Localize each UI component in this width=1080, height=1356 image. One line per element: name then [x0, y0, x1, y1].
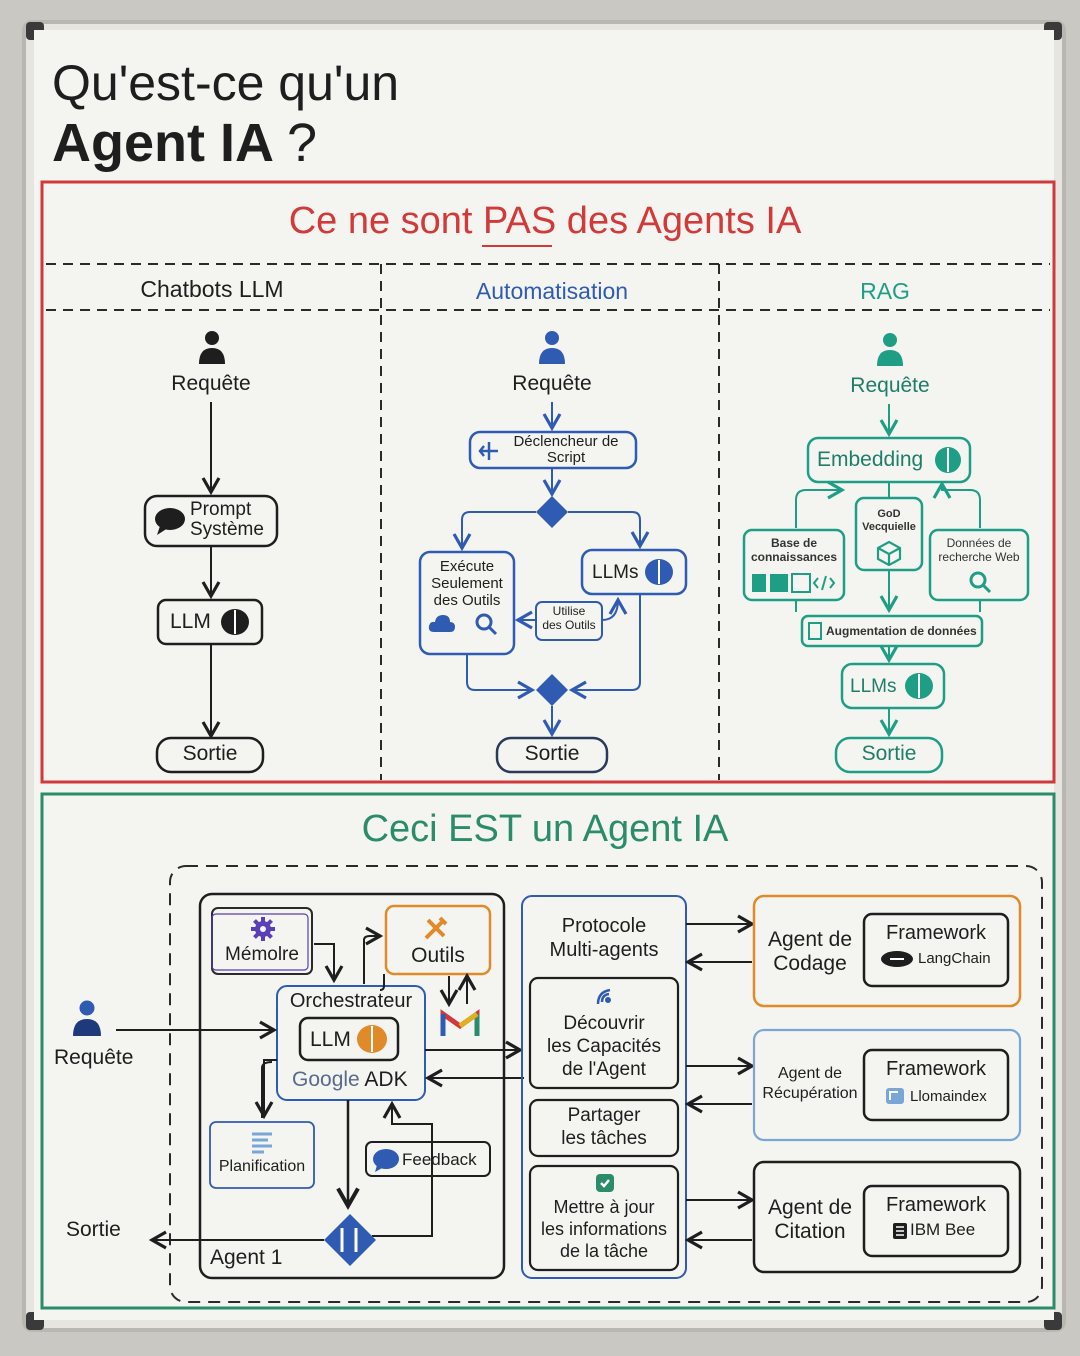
rag-title: RAG: [860, 278, 910, 304]
agent-output: Sortie: [66, 1218, 121, 1241]
agent-planning: Planification: [218, 1158, 306, 1175]
heading-post: des Agents IA: [556, 200, 802, 242]
framework-label: Framework: [885, 1058, 986, 1080]
chatbot-llm: LLM: [170, 610, 211, 633]
rag-vector: GoD Vecquielle: [862, 508, 916, 533]
heading-pre: Ce ne sont: [288, 200, 484, 242]
agent-1-label: Agent 1: [210, 1246, 283, 1269]
protocol-title: Protocole Multi-agents: [549, 915, 659, 961]
framework-label: Framework: [885, 922, 986, 944]
agent-llm: LLM: [310, 1028, 351, 1051]
adk-label: Google ADK: [292, 1068, 408, 1092]
agent-tools: Outils: [411, 944, 465, 967]
page-title-line2: Agent IA ?: [52, 112, 317, 174]
rag-web: Données de recherche Web: [938, 536, 1020, 564]
automation-trigger: Déclencheur de Script: [513, 433, 619, 466]
automation-llms: LLMs: [592, 562, 639, 583]
google-label: Google: [292, 1068, 360, 1091]
coding-agent: Agent de Codage: [767, 928, 853, 975]
agent-feedback: Feedback: [402, 1150, 477, 1169]
automation-output: Sortie: [524, 742, 580, 765]
chatbot-flow: [143, 402, 279, 774]
update-task-info: Mettre à jour les informations de la tâc…: [540, 1197, 668, 1261]
not-agents-heading: Ce ne sont PAS des Agents IA: [240, 200, 850, 243]
sub-agents: [752, 894, 1022, 1274]
adk-text: ADK: [364, 1068, 408, 1091]
rag-embedding: Embedding: [817, 448, 924, 471]
title-agent: Agent IA: [52, 113, 272, 173]
fw-langchain: LangChain: [918, 950, 991, 967]
agent-panel-border: [40, 792, 1056, 1310]
chatbot-request: Requête: [171, 372, 251, 395]
rag-llms: LLMs: [850, 676, 897, 697]
agent-heading: Ceci EST un Agent IA: [361, 808, 729, 850]
automation-uses: Utilise des Outils: [542, 604, 596, 632]
heading-pas: PAS: [483, 200, 557, 242]
fw-ibm: IBM Bee: [910, 1220, 976, 1239]
fw-llama: Llomaindex: [910, 1088, 987, 1105]
page-title-line1: Qu'est-ce qu'un: [52, 55, 400, 111]
chatbot-prompt: Prompt Système: [190, 499, 264, 540]
citation-agent: Agent de Citation: [767, 1196, 853, 1243]
rag-augment: Augmentation de données: [826, 624, 977, 638]
retrieval-agent: Agent de Récupération: [762, 1065, 858, 1102]
agent-orchestrator: Orchestrateur: [289, 990, 413, 1012]
rag-knowledge: Base de connaissances: [750, 536, 838, 564]
share-tasks: Partager les tâches: [561, 1105, 647, 1149]
automation-exec: Exécute Seulement des Outils: [431, 558, 503, 609]
chatbot-title: Chatbots LLM: [140, 276, 284, 302]
agent-request: Requête: [54, 1046, 134, 1069]
rag-output: Sortie: [861, 742, 917, 765]
rag-request: Requête: [850, 374, 930, 397]
discover-capabilities: Découvrir les Capacités de l'Agent: [546, 1013, 662, 1080]
automation-title: Automatisation: [475, 278, 629, 304]
not-agent-panel-border: [40, 180, 1056, 784]
framework-label: Framework: [885, 1194, 986, 1216]
protocol-column: [521, 895, 756, 1279]
title-question: ?: [287, 113, 318, 173]
chatbot-output: Sortie: [182, 742, 238, 765]
agent-memory: Mémolre: [225, 944, 299, 965]
rag-flow: [742, 404, 1030, 774]
automation-request: Requête: [512, 372, 592, 395]
